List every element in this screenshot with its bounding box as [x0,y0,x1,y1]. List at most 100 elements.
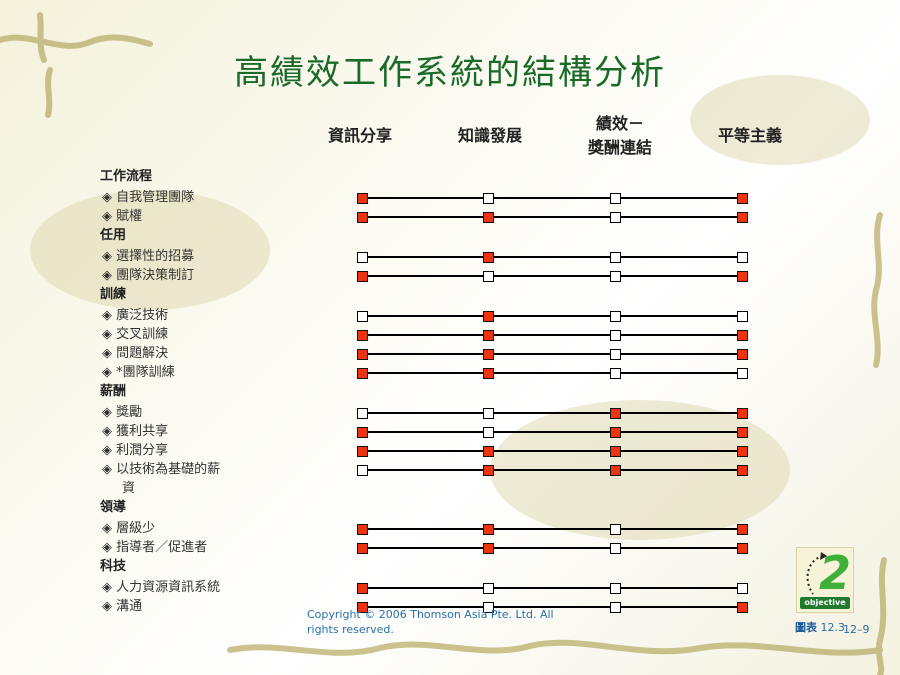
row-label: ◈ 廣泛技術 [102,308,169,323]
marker-empty [610,349,621,360]
row-connector-line [362,197,743,199]
row-connector-line [362,412,743,414]
figure-label: 圖表 12.3 [795,619,845,635]
row-label: ◈ 溝通 [102,599,143,614]
row-connector-line [362,256,743,258]
row-label: ◈ *團隊訓練 [102,365,175,380]
marker-filled [483,524,494,535]
row-connector-line [362,353,743,355]
row-connector-line [362,606,743,608]
row-label: ◈ 人力資源資訊系統 [102,580,221,595]
marker-filled [737,427,748,438]
row-label: ◈ 自我管理團隊 [102,190,195,205]
marker-filled [483,446,494,457]
marker-filled [610,427,621,438]
marker-filled [483,349,494,360]
marker-filled [483,330,494,341]
row-label: ◈ 選擇性的招募 [102,249,195,264]
marker-empty [610,368,621,379]
marker-empty [610,252,621,263]
marker-filled [737,524,748,535]
figure-number: 12.3 [820,621,846,634]
marker-empty [483,427,494,438]
marker-empty [483,271,494,282]
row-label: ◈ 利潤分享 [102,443,169,458]
row-connector-line [362,528,743,530]
marker-filled [357,349,368,360]
marker-empty [610,330,621,341]
marker-filled [737,330,748,341]
marker-empty [610,311,621,322]
marker-filled [737,465,748,476]
marker-filled [357,446,368,457]
row-label: ◈ 問題解決 [102,346,169,361]
marker-empty [610,602,621,613]
row-connector-line [362,469,743,471]
marker-filled [357,368,368,379]
marker-empty [737,311,748,322]
marker-filled [483,543,494,554]
marker-empty [610,212,621,223]
marker-filled [357,427,368,438]
row-connector-line [362,587,743,589]
row-label: ◈ 賦權 [102,209,143,224]
row-label-continuation: 資 [122,481,136,496]
category-label: 科技 [100,559,127,574]
marker-empty [483,193,494,204]
row-label: ◈ 團隊決策制訂 [102,268,195,283]
figure-prefix: 圖表 [795,621,817,634]
marker-filled [483,212,494,223]
column-header: 知識發展 [425,124,555,148]
marker-empty [483,408,494,419]
marker-empty [357,408,368,419]
marker-filled [737,446,748,457]
marker-empty [737,583,748,594]
objective-label: objective [800,597,850,609]
marker-filled [737,349,748,360]
marker-filled [610,408,621,419]
page-number: 12–9 [843,623,870,636]
marker-filled [737,408,748,419]
category-label: 任用 [100,228,127,243]
row-label: ◈ 層級少 [102,521,156,536]
marker-filled [357,193,368,204]
marker-filled [737,271,748,282]
row-connector-line [362,334,743,336]
marker-filled [737,543,748,554]
marker-filled [483,311,494,322]
column-header-line: 平等主義 [717,126,782,145]
marker-empty [483,602,494,613]
category-label: 工作流程 [100,169,153,184]
marker-filled [610,446,621,457]
column-header-line: 績效－ [595,114,644,133]
column-header-line: 資訊分享 [327,126,392,145]
marker-filled [610,465,621,476]
marker-empty [610,583,621,594]
row-connector-line [362,372,743,374]
marker-empty [610,193,621,204]
row-connector-line [362,315,743,317]
column-header: 平等主義 [685,124,815,148]
category-label: 領導 [100,500,127,515]
marker-empty [610,524,621,535]
column-header-line: 獎酬連結 [587,138,652,157]
row-connector-line [362,431,743,433]
marker-empty [610,543,621,554]
page-title: 高績效工作系統的結構分析 [234,53,666,93]
row-label: ◈ 以技術為基礎的薪 [102,462,221,477]
marker-filled [357,524,368,535]
marker-filled [357,543,368,554]
objective-number: 2 [819,546,852,600]
objective-badge: 2 objective [796,546,854,613]
row-label: ◈ 交叉訓練 [102,327,169,342]
row-connector-line [362,275,743,277]
marker-filled [357,330,368,341]
marker-empty [357,311,368,322]
marker-filled [357,212,368,223]
row-connector-line [362,216,743,218]
marker-filled [357,583,368,594]
marker-empty [737,252,748,263]
marker-empty [737,368,748,379]
marker-empty [357,252,368,263]
marker-filled [357,271,368,282]
